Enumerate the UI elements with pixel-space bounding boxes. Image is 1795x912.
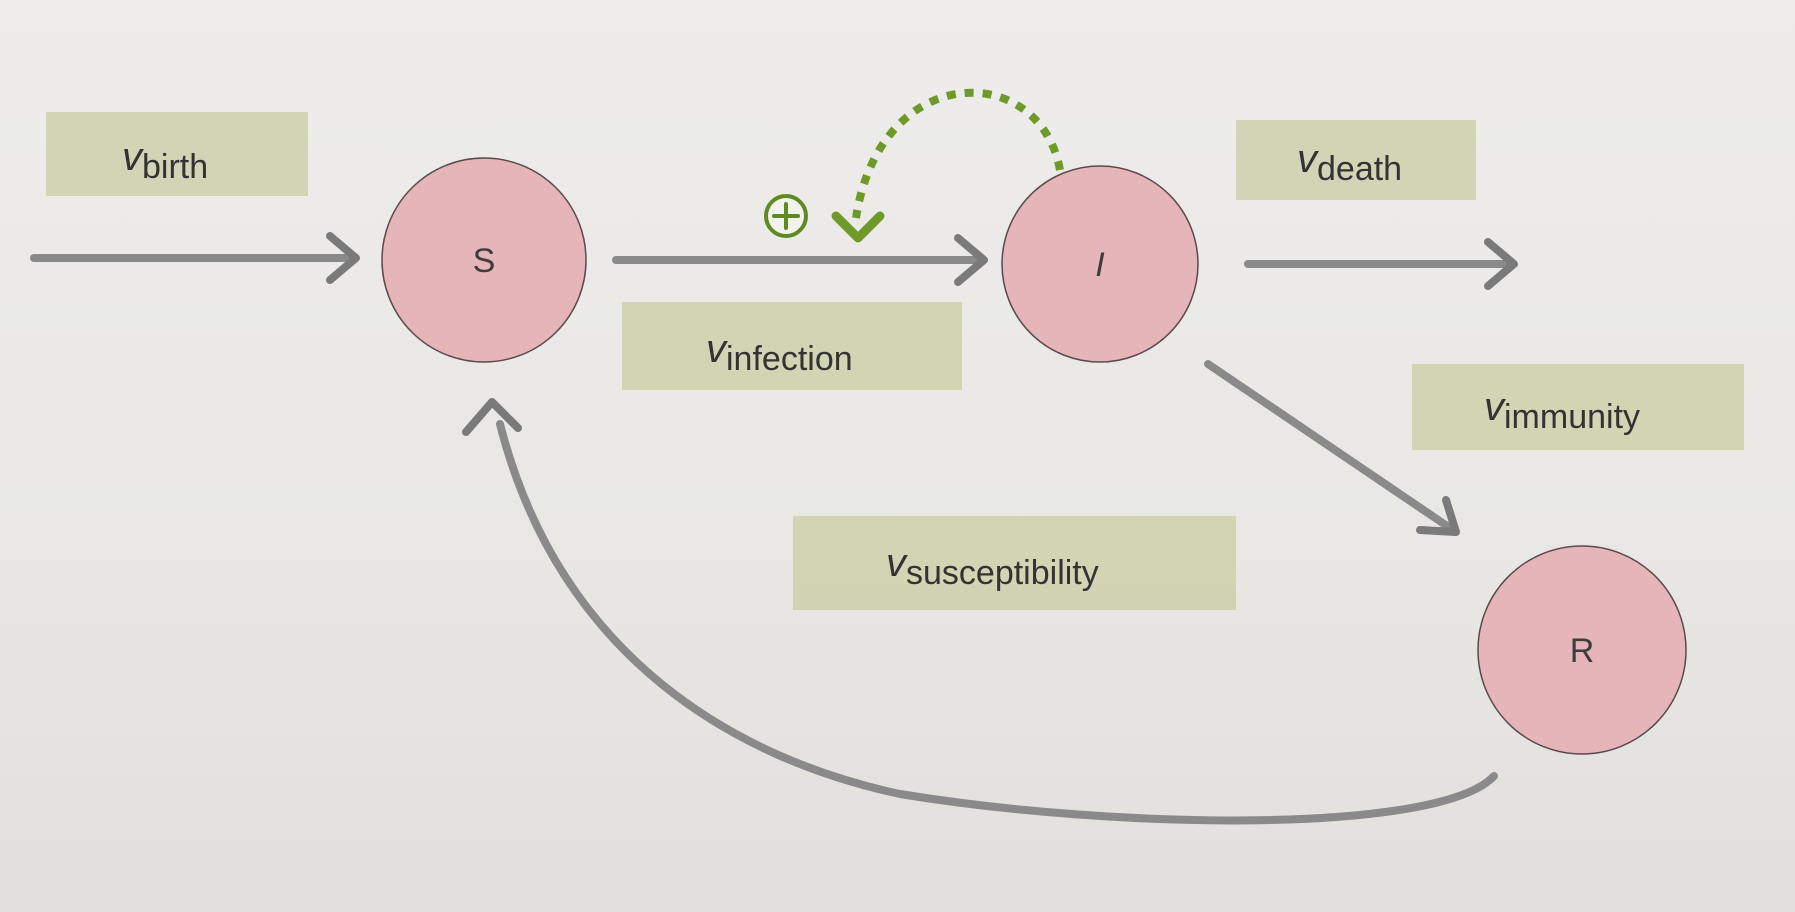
node-i: I bbox=[1001, 165, 1199, 363]
infection-label-box bbox=[622, 302, 962, 390]
node-r: R bbox=[1477, 545, 1687, 755]
death-rate-label: vdeath bbox=[1297, 137, 1402, 188]
death-outflow-arrow bbox=[1244, 238, 1518, 290]
node-s: S bbox=[381, 157, 587, 363]
infection-rate-label: vinfection bbox=[706, 327, 853, 378]
node-s-label: S bbox=[473, 242, 496, 280]
birth-rate-label: vbirth bbox=[122, 135, 208, 186]
susceptibility-return-arrow bbox=[462, 398, 1498, 825]
death-label-box bbox=[1236, 120, 1476, 200]
immunity-label-box bbox=[1412, 364, 1744, 450]
infection-flow-arrow bbox=[612, 234, 988, 286]
susceptibility-rate-label: vsusceptibility bbox=[886, 541, 1099, 592]
node-r-label: R bbox=[1570, 632, 1595, 670]
birth-inflow-arrow bbox=[30, 232, 360, 284]
birth-label-box bbox=[46, 112, 308, 196]
susceptibility-label-box bbox=[793, 516, 1236, 610]
infection-feedback-arrow bbox=[831, 88, 1064, 243]
positive-feedback-sign bbox=[764, 194, 808, 238]
immunity-flow-arrow bbox=[1204, 360, 1460, 536]
node-i-label: I bbox=[1095, 246, 1105, 284]
immunity-rate-label: vimmunity bbox=[1484, 385, 1640, 436]
